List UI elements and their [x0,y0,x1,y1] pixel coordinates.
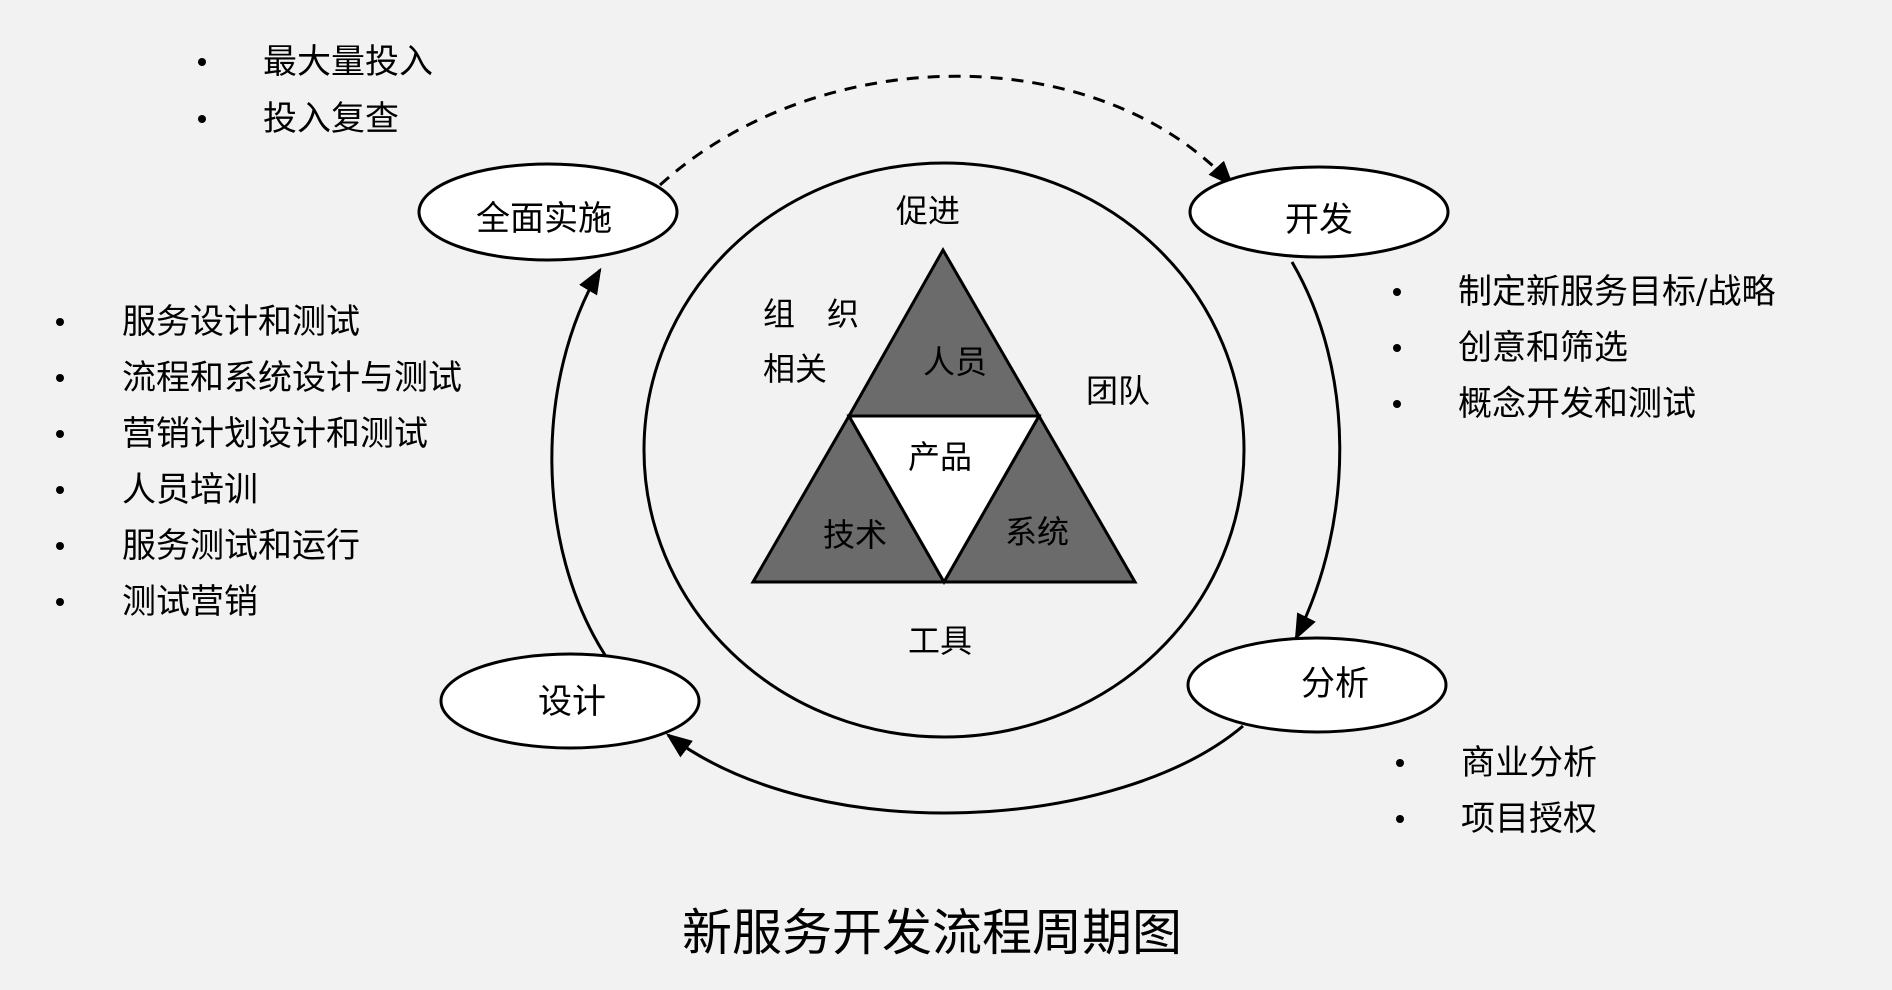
list-item: 创意和筛选 [1458,328,1628,368]
list-item: 制定新服务目标/战略 [1458,272,1775,312]
center-label-bottom: 工具 [908,622,972,660]
triangle-label-right: 系统 [1005,513,1069,551]
list-item: 最大量投入 [263,42,433,82]
stage-label-design: 设计 [538,682,606,722]
list-analysis: 商业分析 项目授权 [1396,743,1597,839]
triangle-label-center: 产品 [908,438,972,476]
center-circle [642,161,1246,739]
bullet-dot [56,430,64,438]
bullet-dot [56,486,64,494]
triangle-group [750,246,1138,586]
triangle-label-top: 人员 [923,343,987,381]
bullet-dot [56,542,64,550]
list-development: 制定新服务目标/战略 创意和筛选 概念开发和测试 [1393,272,1775,424]
stage-label-analysis: 分析 [1301,664,1369,704]
triangle-center-segment [846,414,1042,586]
list-item: 商业分析 [1461,743,1597,783]
stage-ellipse-analysis [1186,636,1448,734]
bullet-dot [56,374,64,382]
list-full-implementation: 最大量投入 投入复查 [198,42,433,139]
bullet-dot [56,318,64,326]
list-item: 流程和系统设计与测试 [122,358,462,398]
list-item: 投入复查 [263,99,399,139]
arrow-implementation-to-development [658,74,1234,187]
bullet-dot [1396,815,1404,823]
stage-ellipse-development [1188,165,1450,259]
bullet-dot [56,598,64,606]
bullet-dot [1393,344,1401,352]
bullet-dot [198,58,206,66]
center-label-right: 团队 [1086,372,1150,410]
arrow-design-to-implementation [550,267,607,656]
bullet-dot [1396,759,1404,767]
arrow-development-to-analysis [1290,261,1342,641]
bullet-dot [1393,288,1401,296]
bullet-dot [1393,400,1401,408]
center-label-left-line1: 组 织 [763,295,859,333]
stage-label-full-implementation: 全面实施 [476,199,612,239]
arrow-analysis-to-design [665,724,1244,815]
triangle-top-segment [846,246,1042,418]
triangle-label-left: 技术 [823,516,887,554]
list-design: 服务设计和测试 流程和系统设计与测试 营销计划设计和测试 人员培训 服务测试和运… [56,302,462,622]
stage-label-development: 开发 [1285,200,1353,240]
diagram-title: 新服务开发流程周期图 [682,904,1182,962]
center-label-left-line2: 相关 [763,350,827,388]
list-item: 项目授权 [1461,799,1597,839]
stage-ellipse-full-implementation [417,162,679,262]
list-item: 测试营销 [122,582,258,622]
list-item: 服务设计和测试 [122,302,360,342]
stage-ellipse-design [439,652,701,750]
list-item: 人员培训 [122,470,258,510]
list-item: 概念开发和测试 [1458,384,1696,424]
bullet-dot [198,115,206,123]
list-item: 营销计划设计和测试 [122,414,428,454]
list-item: 服务测试和运行 [122,526,360,566]
center-label-top: 促进 [896,192,960,230]
